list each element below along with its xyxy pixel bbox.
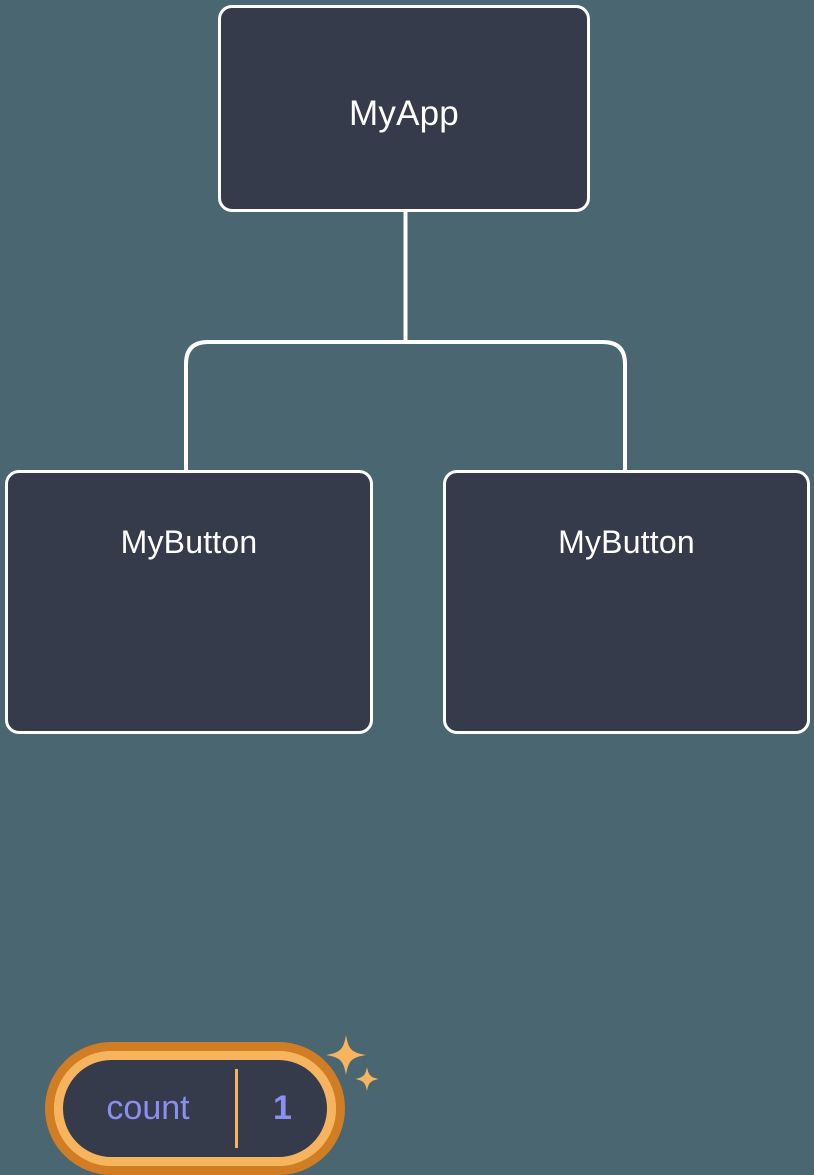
state-value: 1 <box>273 1089 292 1127</box>
connector-bus <box>184 340 627 470</box>
component-node-mybutton-2[interactable]: MyButton count 0 <box>443 470 810 734</box>
state-pill-count-highlighted[interactable]: count 1 <box>45 1042 345 1175</box>
sparkle-star-small <box>355 1067 379 1091</box>
component-node-myapp[interactable]: MyApp <box>218 5 590 212</box>
state-key: count <box>106 1089 190 1127</box>
component-label: MyButton <box>120 524 258 560</box>
component-label: MyApp <box>349 94 459 133</box>
diagram-canvas: MyApp MyButton count 1 MyButton count 0 <box>5 5 810 1175</box>
state-pill-body: count 1 <box>54 1051 336 1166</box>
component-node-mybutton-1[interactable]: MyButton count 1 <box>5 470 379 1175</box>
component-label: MyButton <box>558 524 695 560</box>
